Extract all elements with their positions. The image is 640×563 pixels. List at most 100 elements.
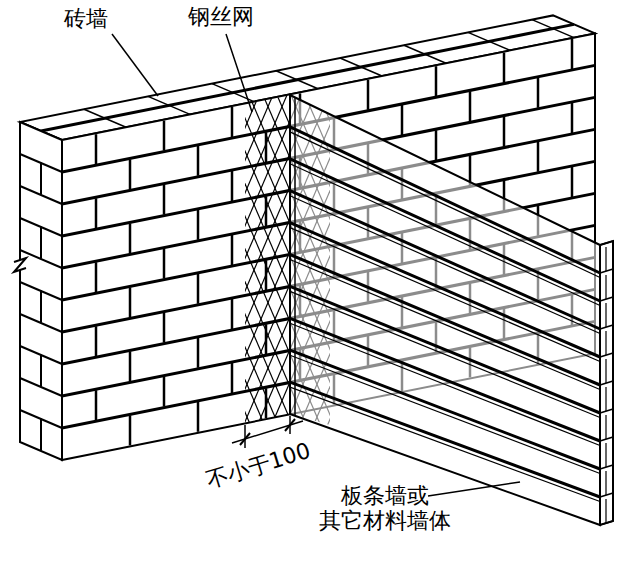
board-joint bbox=[600, 409, 613, 413]
brick-joint bbox=[469, 91, 472, 121]
mesh-wire bbox=[0, 60, 8, 480]
part-label: 钢丝网 bbox=[188, 4, 254, 29]
brick-joint bbox=[197, 274, 200, 304]
brick-joint bbox=[40, 291, 42, 323]
board-end-line bbox=[605, 471, 606, 495]
board-joint bbox=[290, 159, 600, 301]
mesh-wire bbox=[0, 60, 134, 480]
brick-joint bbox=[95, 198, 98, 228]
mesh-wire bbox=[0, 60, 50, 480]
mesh-wire bbox=[0, 60, 64, 480]
dimension-tick bbox=[285, 419, 295, 431]
board-wall bbox=[290, 95, 613, 525]
mesh-wire bbox=[0, 60, 148, 480]
board-end-line bbox=[605, 443, 606, 467]
mesh-wire bbox=[0, 60, 78, 480]
mesh-wire bbox=[0, 60, 106, 480]
brick-joint bbox=[537, 142, 540, 172]
leader-lines bbox=[112, 34, 520, 496]
board-joint bbox=[600, 353, 613, 357]
brick-joint bbox=[435, 130, 438, 160]
brick-joint bbox=[129, 287, 132, 317]
dimension-label: 不小于100 bbox=[203, 438, 314, 494]
mesh-wire bbox=[38, 60, 218, 480]
leader-line bbox=[428, 482, 520, 496]
brick-joint bbox=[40, 419, 42, 451]
brick-joint bbox=[95, 262, 98, 292]
mesh-wire bbox=[0, 60, 22, 480]
leader-line bbox=[112, 34, 158, 96]
brick-joint bbox=[40, 227, 42, 259]
board-end-line bbox=[605, 275, 606, 299]
board-joint bbox=[290, 255, 600, 386]
board-end-line bbox=[605, 303, 606, 327]
board-joint bbox=[600, 493, 613, 497]
board-end-line bbox=[605, 499, 606, 523]
board-joint bbox=[600, 297, 613, 301]
board-joint bbox=[290, 323, 600, 445]
break-mark bbox=[14, 258, 26, 272]
mesh-wire bbox=[0, 60, 176, 480]
mesh-wire bbox=[0, 60, 162, 480]
board-joint bbox=[600, 381, 613, 385]
board-end-line bbox=[605, 415, 606, 439]
brick-joint bbox=[163, 249, 166, 279]
mesh-wire bbox=[10, 60, 190, 480]
mesh-wire bbox=[66, 60, 246, 480]
board-joint bbox=[600, 241, 613, 245]
brick-joint bbox=[197, 402, 200, 432]
brick-joint bbox=[231, 299, 234, 329]
mesh-wire bbox=[0, 60, 36, 480]
brick-joint bbox=[95, 390, 98, 420]
dimension-line bbox=[232, 421, 303, 443]
mesh-wire bbox=[80, 60, 260, 480]
extension-line bbox=[244, 425, 246, 448]
board-joint bbox=[290, 350, 600, 469]
brick-joint bbox=[129, 351, 132, 381]
mesh-wire bbox=[80, 60, 260, 480]
dimension-tick bbox=[240, 433, 250, 445]
brick-joint bbox=[401, 105, 404, 135]
mesh-wire bbox=[10, 60, 190, 480]
board-joint bbox=[290, 260, 600, 390]
board-joint bbox=[600, 325, 613, 329]
board-joint bbox=[290, 196, 600, 334]
brick-joint bbox=[129, 415, 132, 445]
brick-joint bbox=[129, 159, 132, 189]
mesh-wire bbox=[52, 60, 232, 480]
mesh-wire bbox=[0, 60, 162, 480]
part-label: 板条墙或 其它材料墙体 bbox=[310, 483, 460, 534]
mesh-wire bbox=[0, 60, 106, 480]
mesh-wire bbox=[0, 60, 134, 480]
brick-joint bbox=[503, 117, 506, 147]
brick-joint bbox=[163, 185, 166, 215]
brick-joint bbox=[197, 146, 200, 176]
board-joint bbox=[290, 191, 600, 329]
board-end-line bbox=[605, 247, 606, 271]
board-joint bbox=[600, 521, 613, 525]
board-joint bbox=[290, 318, 600, 441]
board-wall-face bbox=[290, 95, 600, 525]
brick-joint bbox=[40, 163, 42, 195]
brick-joint bbox=[231, 107, 234, 137]
brick-joint bbox=[231, 171, 234, 201]
brick-joint bbox=[163, 121, 166, 151]
brick-joint bbox=[231, 363, 234, 393]
mesh-wire bbox=[0, 60, 36, 480]
mesh-wire bbox=[38, 60, 218, 480]
board-joint bbox=[290, 286, 600, 413]
brick-joint bbox=[537, 78, 540, 108]
board-joint bbox=[290, 164, 600, 306]
board-joint bbox=[290, 127, 600, 273]
brick-joint bbox=[571, 167, 574, 197]
board-joint bbox=[600, 269, 613, 273]
board-joint bbox=[600, 437, 613, 441]
mesh-wire bbox=[0, 60, 64, 480]
mesh-wire bbox=[0, 60, 120, 480]
brick-joint bbox=[571, 103, 574, 133]
brick-joint bbox=[197, 210, 200, 240]
mesh-wire bbox=[0, 60, 92, 480]
wall-end-face bbox=[20, 122, 62, 460]
board-joint bbox=[290, 387, 600, 501]
brick-joint bbox=[503, 53, 506, 83]
